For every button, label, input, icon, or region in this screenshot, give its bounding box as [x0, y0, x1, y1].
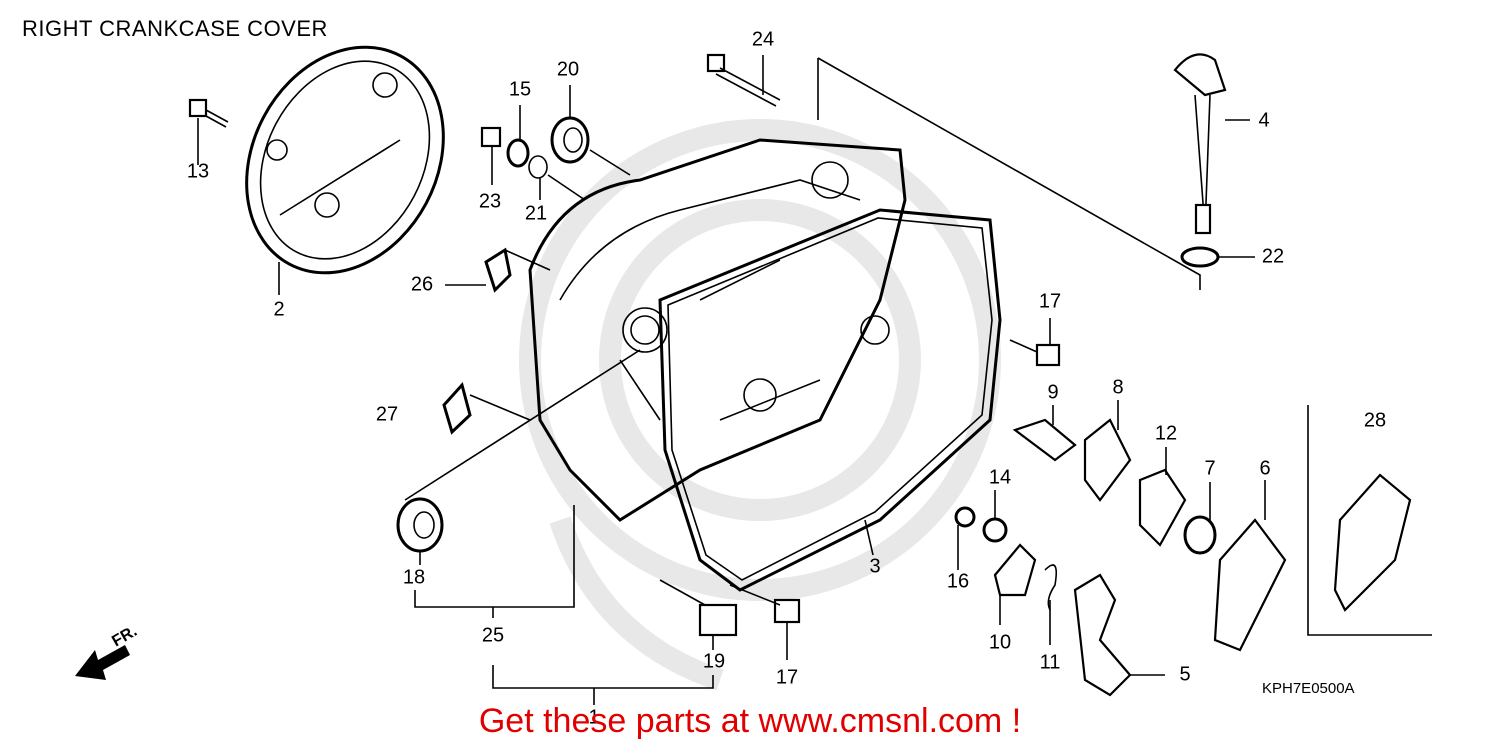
part-19-collar [698, 603, 738, 637]
callout-19: 19 [702, 650, 726, 673]
part-16-circlip [954, 506, 976, 528]
callout-10: 10 [988, 631, 1012, 654]
part-22-o-ring [1180, 246, 1220, 268]
callout-24: 24 [751, 28, 775, 51]
callout-3: 3 [869, 555, 881, 578]
part-4-dipstick [1173, 53, 1227, 235]
part-28-cam-assembly [1333, 473, 1412, 612]
promo-banner[interactable]: Get these parts at www.cmsnl.com ! [478, 702, 1022, 740]
callout-23: 23 [478, 190, 502, 213]
part-11-spring [1044, 564, 1058, 611]
callout-18: 18 [402, 566, 426, 589]
crankcase-cover-body [528, 138, 907, 522]
callout-26: 26 [410, 273, 434, 296]
callout-8: 8 [1112, 376, 1124, 399]
part-7-spring [1183, 515, 1217, 555]
callout-17-upper: 17 [1038, 290, 1062, 313]
part-3-gasket [658, 208, 1002, 592]
callout-11: 11 [1039, 651, 1061, 674]
callout-16: 16 [946, 570, 970, 593]
part-8-plate [1083, 418, 1132, 502]
callout-27: 27 [375, 403, 399, 426]
part-2-side-cover [245, 45, 445, 275]
diagram-title: RIGHT CRANKCASE COVER [22, 16, 328, 41]
callout-1: 1 [588, 706, 600, 729]
part-20-bearing [550, 116, 590, 164]
callout-21: 21 [524, 202, 548, 225]
part-10-arm [993, 543, 1037, 597]
callout-4: 4 [1258, 109, 1270, 132]
callout-14: 14 [988, 466, 1012, 489]
part-17-dowel-lower [773, 598, 801, 624]
callout-20: 20 [556, 58, 580, 81]
part-14-washer [982, 517, 1008, 543]
part-21-circlip [528, 155, 548, 179]
part-12-lifter [1138, 468, 1187, 547]
part-9-bolt [1012, 418, 1077, 462]
callout-7: 7 [1204, 457, 1216, 480]
callout-17-lower: 17 [775, 666, 799, 689]
drawing-code: KPH7E0500A [1262, 680, 1355, 697]
callout-13: 13 [186, 160, 210, 183]
part-27-clip [442, 381, 472, 435]
callout-2: 2 [273, 298, 285, 321]
leader-lines [197, 55, 1432, 705]
part-24-bolt [706, 53, 781, 107]
callout-25: 25 [481, 624, 505, 647]
callout-6: 6 [1259, 457, 1271, 480]
callout-9: 9 [1047, 381, 1059, 404]
part-5-shaft-arm [1073, 573, 1132, 697]
part-6-cam [1213, 518, 1287, 652]
callout-22: 22 [1261, 245, 1285, 268]
part-13-bolt [188, 98, 229, 155]
part-26-clip [484, 247, 512, 293]
part-17-dowel-upper [1035, 343, 1061, 367]
part-18-bearing [396, 497, 444, 553]
callout-15: 15 [508, 78, 532, 101]
callout-5: 5 [1179, 663, 1191, 686]
part-23-nut [480, 126, 502, 148]
front-direction-arrow-icon [75, 645, 130, 680]
watermark [519, 119, 1001, 691]
part-15-washer [506, 138, 530, 168]
callout-28: 28 [1363, 409, 1387, 432]
callout-12: 12 [1154, 422, 1178, 445]
